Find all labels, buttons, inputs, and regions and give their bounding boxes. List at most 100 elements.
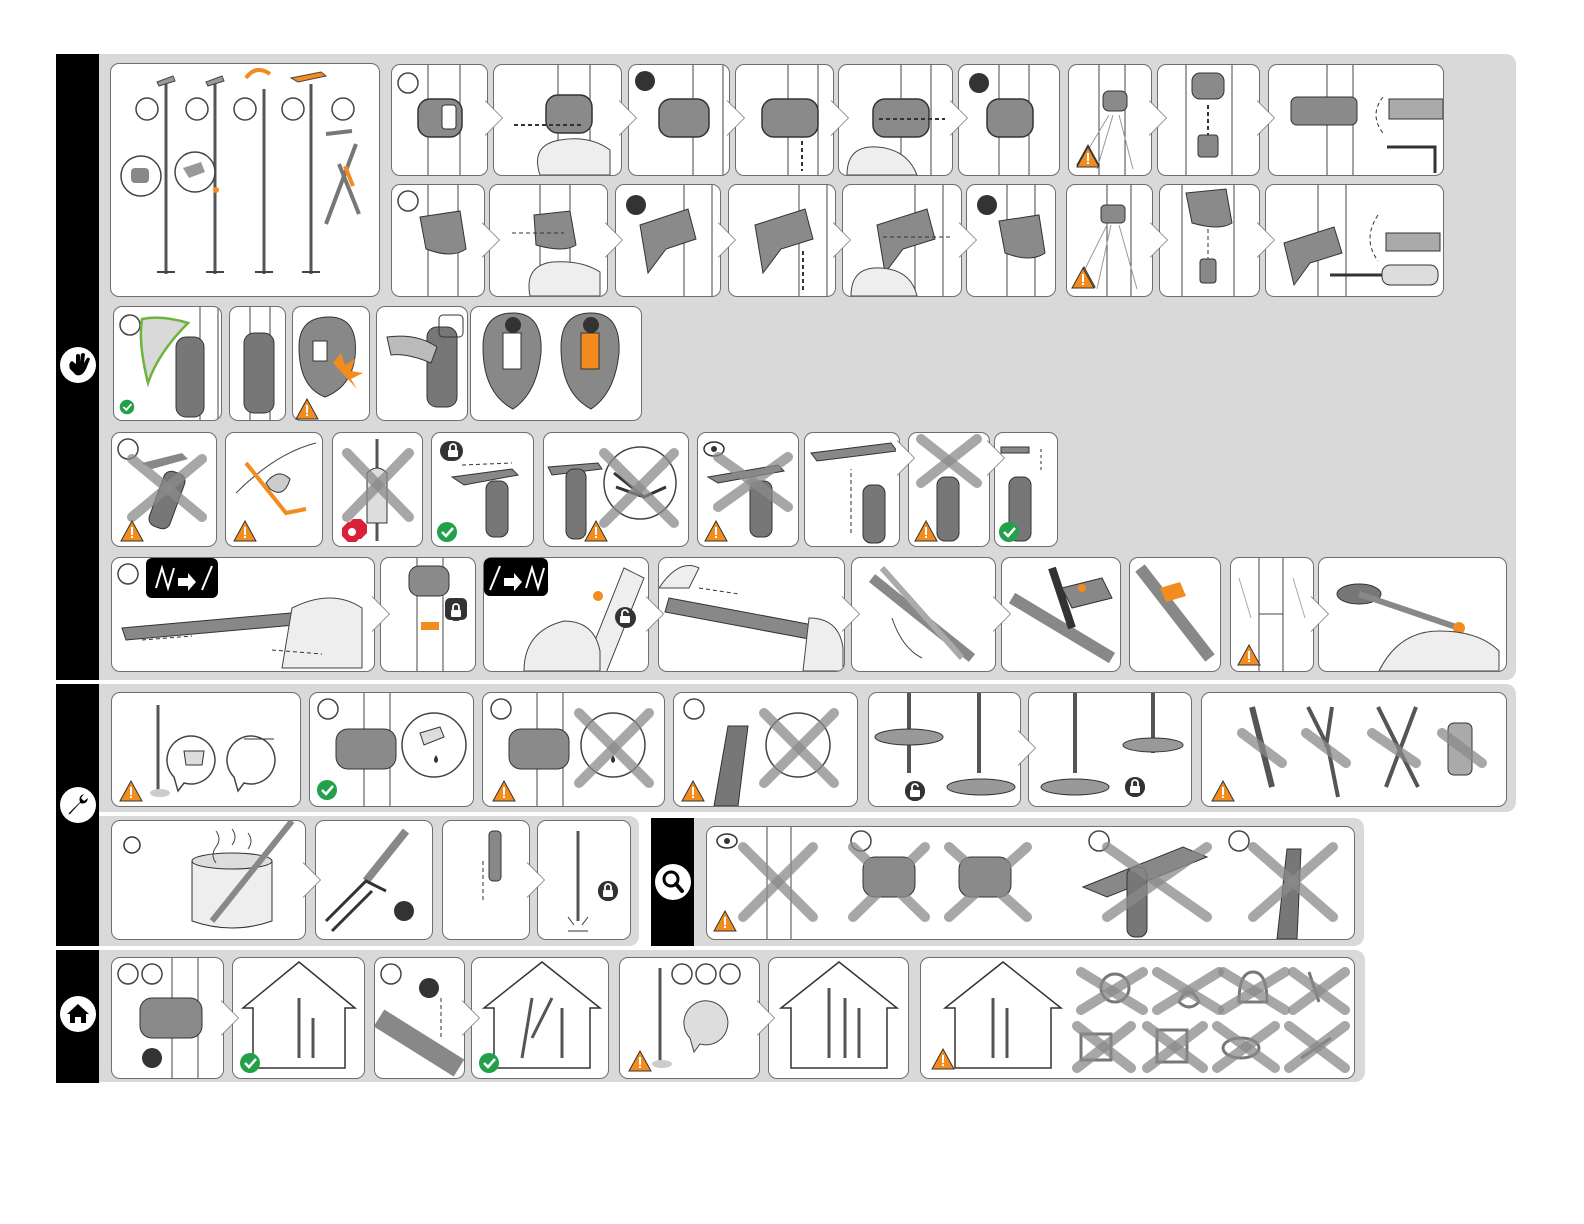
ok-check-icon bbox=[998, 521, 1020, 543]
panel-strap-buckles bbox=[470, 306, 642, 421]
flow-arrow bbox=[958, 222, 976, 258]
panel-lock-step-3 bbox=[628, 64, 730, 176]
panel-adjust-hex bbox=[1268, 64, 1444, 176]
flow-arrow bbox=[756, 1000, 774, 1036]
panel-store-house-3 bbox=[768, 957, 909, 1079]
panel-lock-step-6 bbox=[958, 64, 1060, 176]
flow-arrow bbox=[1256, 222, 1274, 258]
house-icon bbox=[58, 994, 98, 1034]
warning-icon bbox=[1237, 644, 1261, 666]
panel-axe-assemble-1 bbox=[804, 432, 900, 547]
panel-clamp-step-6 bbox=[966, 184, 1056, 297]
flow-arrow bbox=[1310, 596, 1328, 632]
lock-icon bbox=[442, 440, 464, 462]
ok-check-icon bbox=[119, 399, 135, 415]
ok-check-icon bbox=[239, 1052, 261, 1074]
panel-convert-fold bbox=[851, 557, 996, 672]
flow-arrow bbox=[832, 222, 850, 258]
flow-arrow bbox=[481, 222, 499, 258]
ok-check-icon bbox=[478, 1052, 500, 1074]
flow-arrow bbox=[949, 100, 967, 136]
warning-icon bbox=[233, 520, 257, 542]
warning-icon bbox=[931, 1048, 955, 1070]
warning-icon bbox=[492, 780, 516, 802]
panel-store-avoid bbox=[920, 957, 1355, 1079]
panel-inspect-wear bbox=[706, 826, 1355, 940]
magnifier-icon bbox=[653, 862, 693, 902]
warning-icon bbox=[1076, 146, 1100, 168]
warning-icon bbox=[914, 520, 938, 542]
flow-arrow bbox=[717, 222, 735, 258]
panel-clamp-adjust-screw bbox=[1159, 184, 1260, 297]
ok-check-icon bbox=[436, 521, 458, 543]
ok-check-icon bbox=[316, 779, 338, 801]
warning-icon bbox=[628, 1050, 652, 1072]
panel-clamp-adjust-screwdriver bbox=[1265, 184, 1444, 297]
warning-icon bbox=[713, 910, 737, 932]
badge-pole-to-axe bbox=[146, 558, 218, 598]
panel-adjust-screw bbox=[1157, 64, 1260, 176]
panel-strap-2 bbox=[229, 306, 286, 421]
warning-icon bbox=[120, 520, 144, 542]
lock-icon bbox=[445, 600, 467, 622]
panel-pole-overview bbox=[110, 63, 380, 297]
flow-arrow bbox=[830, 100, 848, 136]
panel-convert-insert bbox=[1001, 557, 1121, 672]
flow-arrow bbox=[1256, 100, 1274, 136]
flow-arrow bbox=[618, 100, 636, 136]
panel-no-tools bbox=[1201, 692, 1507, 807]
flow-arrow bbox=[896, 440, 914, 476]
unlock-icon bbox=[614, 606, 636, 628]
panel-clamp-step-2 bbox=[489, 184, 608, 297]
flow-arrow bbox=[220, 1000, 238, 1036]
flow-arrow bbox=[841, 596, 859, 632]
danger-stop-icon bbox=[341, 521, 363, 543]
panel-store-fold bbox=[374, 957, 465, 1079]
flow-arrow bbox=[302, 862, 320, 898]
panel-axe-no-pliers bbox=[543, 432, 689, 547]
lock-icon bbox=[597, 880, 619, 902]
flow-arrow bbox=[526, 862, 544, 898]
warning-icon bbox=[295, 398, 319, 420]
warning-icon bbox=[584, 520, 608, 542]
panel-clamp-step-4 bbox=[728, 184, 836, 297]
panel-basket-install bbox=[1028, 692, 1192, 807]
panel-lock-step-2 bbox=[493, 64, 622, 176]
flow-arrow bbox=[461, 1000, 479, 1036]
panel-clamp-step-3 bbox=[615, 184, 721, 297]
hand-icon bbox=[58, 345, 98, 385]
flow-arrow bbox=[726, 100, 744, 136]
panel-convert-done bbox=[1129, 557, 1221, 672]
flow-arrow bbox=[484, 100, 502, 136]
flow-arrow bbox=[1017, 730, 1035, 766]
wrench-icon bbox=[58, 785, 98, 825]
flow-arrow bbox=[645, 596, 663, 632]
flow-arrow bbox=[992, 596, 1010, 632]
lock-icon bbox=[1124, 776, 1146, 798]
flow-arrow bbox=[604, 222, 622, 258]
panel-basket-remove bbox=[868, 692, 1021, 807]
panel-store-unlock bbox=[111, 957, 224, 1079]
panel-lock-step-4 bbox=[735, 64, 834, 176]
panel-lock-step-5 bbox=[838, 64, 953, 176]
panel-clamp-step-1 bbox=[391, 184, 485, 297]
panel-clamp-step-5 bbox=[842, 184, 962, 297]
unlock-icon bbox=[904, 780, 926, 802]
warning-icon bbox=[681, 780, 705, 802]
flow-arrow bbox=[1148, 100, 1166, 136]
warning-icon bbox=[119, 780, 143, 802]
badge-axe-to-pole bbox=[484, 558, 548, 596]
flow-arrow bbox=[371, 596, 389, 632]
panel-lock-step-1 bbox=[391, 64, 488, 176]
warning-icon bbox=[1071, 267, 1095, 289]
panel-convert-basket bbox=[1318, 557, 1507, 672]
panel-convert-pull bbox=[658, 557, 845, 672]
panel-pliers-tip bbox=[315, 820, 433, 940]
warning-icon bbox=[1211, 780, 1235, 802]
flow-arrow bbox=[1149, 222, 1167, 258]
flow-arrow bbox=[986, 440, 1004, 476]
panel-boil-tip bbox=[111, 820, 306, 940]
panel-tip-check bbox=[442, 820, 530, 940]
panel-strap-grip bbox=[376, 306, 468, 421]
warning-icon bbox=[704, 520, 728, 542]
